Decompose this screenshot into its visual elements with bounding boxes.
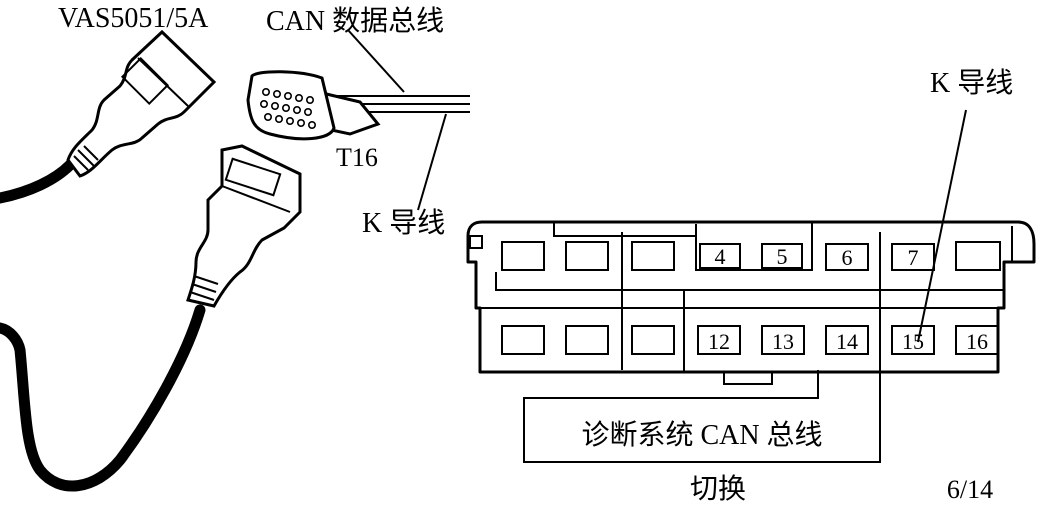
pin-top-2	[565, 241, 609, 271]
leader-k-wire-right	[917, 109, 967, 343]
pin-top-1	[501, 241, 545, 271]
pin-top-3	[631, 241, 675, 271]
pin-bottom-12	[697, 325, 741, 355]
t16-connector	[246, 70, 470, 141]
index-mark	[469, 235, 483, 249]
pin-bottom-16	[955, 325, 999, 355]
pin-bottom-15	[891, 325, 935, 355]
pin-number: 13	[772, 329, 794, 354]
leader-can-bus	[347, 29, 405, 93]
pin-number: 4	[715, 244, 726, 269]
lower-cable	[0, 304, 206, 492]
pin-number: 5	[777, 244, 788, 269]
diag-can-bus-label: 诊断系统 CAN 总线	[581, 419, 822, 451]
pin-bottom-14	[825, 325, 869, 355]
pin-top-5	[761, 243, 803, 269]
pin-bottom-11	[631, 325, 675, 355]
pin-top-4	[699, 243, 741, 269]
t16-label: T16	[336, 143, 378, 172]
pin-number: 16	[966, 329, 988, 354]
pin-number: 12	[708, 329, 730, 354]
vas-plug-upper	[66, 29, 217, 178]
pin-bottom-9	[501, 325, 545, 355]
pin-top-7	[891, 243, 935, 271]
pin-number: 6	[842, 245, 853, 270]
pin-top-8	[955, 241, 1001, 271]
vas-plug-lower	[186, 144, 302, 308]
k-wire-label-left: K 导线	[362, 207, 445, 239]
pin-top-6	[825, 243, 869, 271]
leader-k-wire-left	[417, 113, 447, 211]
page-fraction-label: 6/14	[947, 475, 993, 504]
k-wire-label-right: K 导线	[930, 67, 1013, 99]
pin-bottom-13	[761, 325, 805, 355]
upper-cable	[0, 159, 76, 204]
pin-bottom-10	[565, 325, 609, 355]
switch-label: 切换	[690, 473, 746, 505]
can-bus-wire-label: CAN 数据总线	[266, 5, 444, 37]
diag-can-bus-box: 诊断系统 CAN 总线	[523, 370, 881, 463]
pin-number: 14	[836, 329, 858, 354]
obd-connector: 4 5 6 7 12 13 14 15 16	[466, 220, 1036, 385]
device-label: VAS5051/5A	[58, 3, 209, 34]
pin-number: 7	[908, 245, 919, 270]
